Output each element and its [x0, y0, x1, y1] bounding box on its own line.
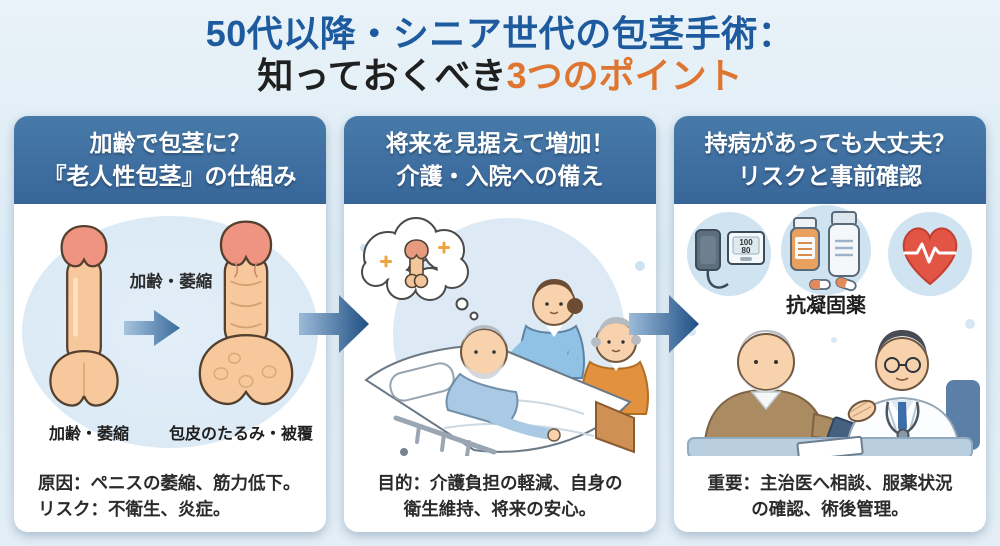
flow-arrow-icon	[299, 295, 369, 353]
card2-header: 将来を見据えて増加！ 介護・入院への備え	[344, 116, 656, 204]
card1-header-line1: 加齢で包茎に？	[89, 129, 251, 156]
hospital-care-illustration	[360, 217, 649, 456]
card1-header: 加齢で包茎に？ 『老人性包茎』の仕組み	[14, 116, 326, 204]
card1-body: 加齢・萎縮 加齢・萎縮 包皮のたるみ・被覆 原因：ペニスの萎縮、筋力低下。 リス…	[14, 204, 326, 532]
figure-label-left: 加齢・萎縮	[48, 426, 129, 443]
card1-header-line2: 『老人性包茎』の仕組み	[43, 163, 297, 189]
clipboard	[796, 435, 864, 456]
card3-caption-line1: 重要：主治医へ相談、服薬状況	[707, 472, 953, 493]
heart-ekg-icon	[902, 227, 958, 286]
card-aging-mechanism: 加齢で包茎に？ 『老人性包茎』の仕組み	[14, 116, 326, 532]
title-line-1: 50代以降・シニア世代の包茎手術：	[205, 13, 795, 54]
aging-arrow-icon	[124, 310, 180, 346]
title-line-2-black: 知っておくべき	[257, 55, 507, 97]
card2-caption: 目的：介護負担の軽減、自身の 衛生維持、将来の安心。	[356, 470, 644, 523]
card2-header-line1: 将来を見据えて増加！	[385, 129, 615, 156]
card3-body: 100 80	[674, 204, 986, 532]
title-line-2-highlight: 3つのポイント	[506, 55, 743, 97]
flow-arrow-icon	[629, 295, 699, 353]
card2-body: 目的：介護負担の軽減、自身の 衛生維持、将来の安心。	[344, 204, 656, 532]
thought-bubble-icon	[361, 217, 479, 321]
medicine-bottles-icon	[790, 211, 860, 292]
svg-text:100: 100	[739, 238, 753, 247]
sparkle-icon	[380, 241, 450, 268]
card-care-preparation: 将来を見据えて増加！ 介護・入院への備え	[344, 116, 656, 532]
title-line-2: 知っておくべき3つのポイント	[0, 55, 1000, 96]
doctor-consultation-illustration: 100 80	[687, 205, 980, 456]
card3-caption: 重要：主治医へ相談、服薬状況 の確認、術後管理。	[686, 470, 974, 523]
card3-caption-line2: の確認、術後管理。	[751, 498, 909, 519]
cards-row: 加齢で包茎に？ 『老人性包茎』の仕組み	[14, 116, 986, 532]
normal-anatomy-figure	[49, 224, 119, 407]
elderly-patient-figure	[445, 325, 561, 442]
svg-text:80: 80	[742, 246, 751, 255]
aged-anatomy-figure	[198, 220, 294, 406]
aging-arrow-label: 加齢・萎縮	[129, 273, 213, 291]
card3-header: 持病があっても大丈夫？ リスクと事前確認	[674, 116, 986, 204]
card2-caption-line1: 目的：介護負担の軽減、自身の	[377, 472, 623, 493]
card1-caption-line2: リスク：不衛生、炎症。	[38, 498, 231, 519]
medication-label: 抗凝固薬	[786, 293, 866, 317]
card2-caption-line2: 衛生維持、将来の安心。	[403, 498, 597, 519]
page-title: 50代以降・シニア世代の包茎手術： 知っておくべき3つのポイント	[0, 0, 1000, 97]
card2-header-line2: 介護・入院への備え	[396, 163, 604, 189]
card3-header-line2: リスクと事前確認	[738, 163, 922, 189]
card1-caption-line1: 原因：ペニスの萎縮、筋力低下。	[38, 472, 301, 493]
figure-label-right: 包皮のたるみ・被覆	[168, 426, 313, 443]
blood-pressure-monitor-icon: 100 80	[695, 229, 765, 289]
doctor-figure	[844, 330, 962, 456]
consult-table	[687, 435, 973, 456]
card-risk-check: 持病があっても大丈夫？ リスクと事前確認	[674, 116, 986, 532]
card3-header-line1: 持病があっても大丈夫？	[704, 129, 956, 156]
card1-caption: 原因：ペニスの萎縮、筋力低下。 リスク：不衛生、炎症。	[26, 470, 314, 523]
